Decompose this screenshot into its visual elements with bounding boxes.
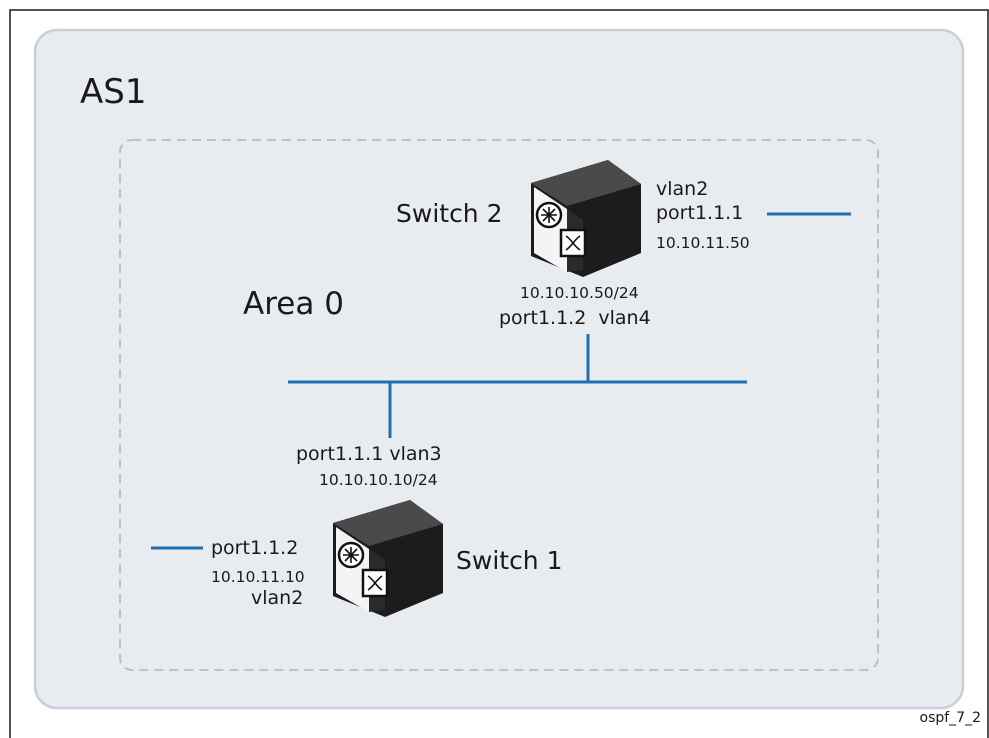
switch2-port-right: port1.1.1 <box>656 202 744 224</box>
switch2-icon <box>531 160 641 277</box>
switch2-ip-bottom: 10.10.10.50/24 <box>520 284 639 302</box>
as1-region <box>33 28 965 710</box>
switch1-ip-top: 10.10.10.10/24 <box>319 471 438 489</box>
area0-boundary <box>119 139 879 671</box>
switch1-name: Switch 1 <box>456 546 563 575</box>
switch1-icon <box>333 500 443 617</box>
switch1-ip-left: 10.10.11.10 <box>211 568 305 586</box>
switch2-name: Switch 2 <box>396 199 503 228</box>
switch2-vlan-right: vlan2 <box>656 178 709 200</box>
switch-symbol-icon <box>361 568 389 598</box>
area-label: Area 0 <box>243 286 344 322</box>
switch2-ip-right: 10.10.11.50 <box>656 234 750 252</box>
switch1-port-vlan-top: port1.1.1 vlan3 <box>296 443 442 465</box>
switch1-port-left: port1.1.2 <box>211 537 299 559</box>
figure-id: ospf_7_2 <box>919 710 982 726</box>
switch1-vlan-left: vlan2 <box>251 587 304 609</box>
as-label: AS1 <box>80 72 147 112</box>
switch2-port-vlan-bottom: port1.1.2 vlan4 <box>499 307 651 329</box>
